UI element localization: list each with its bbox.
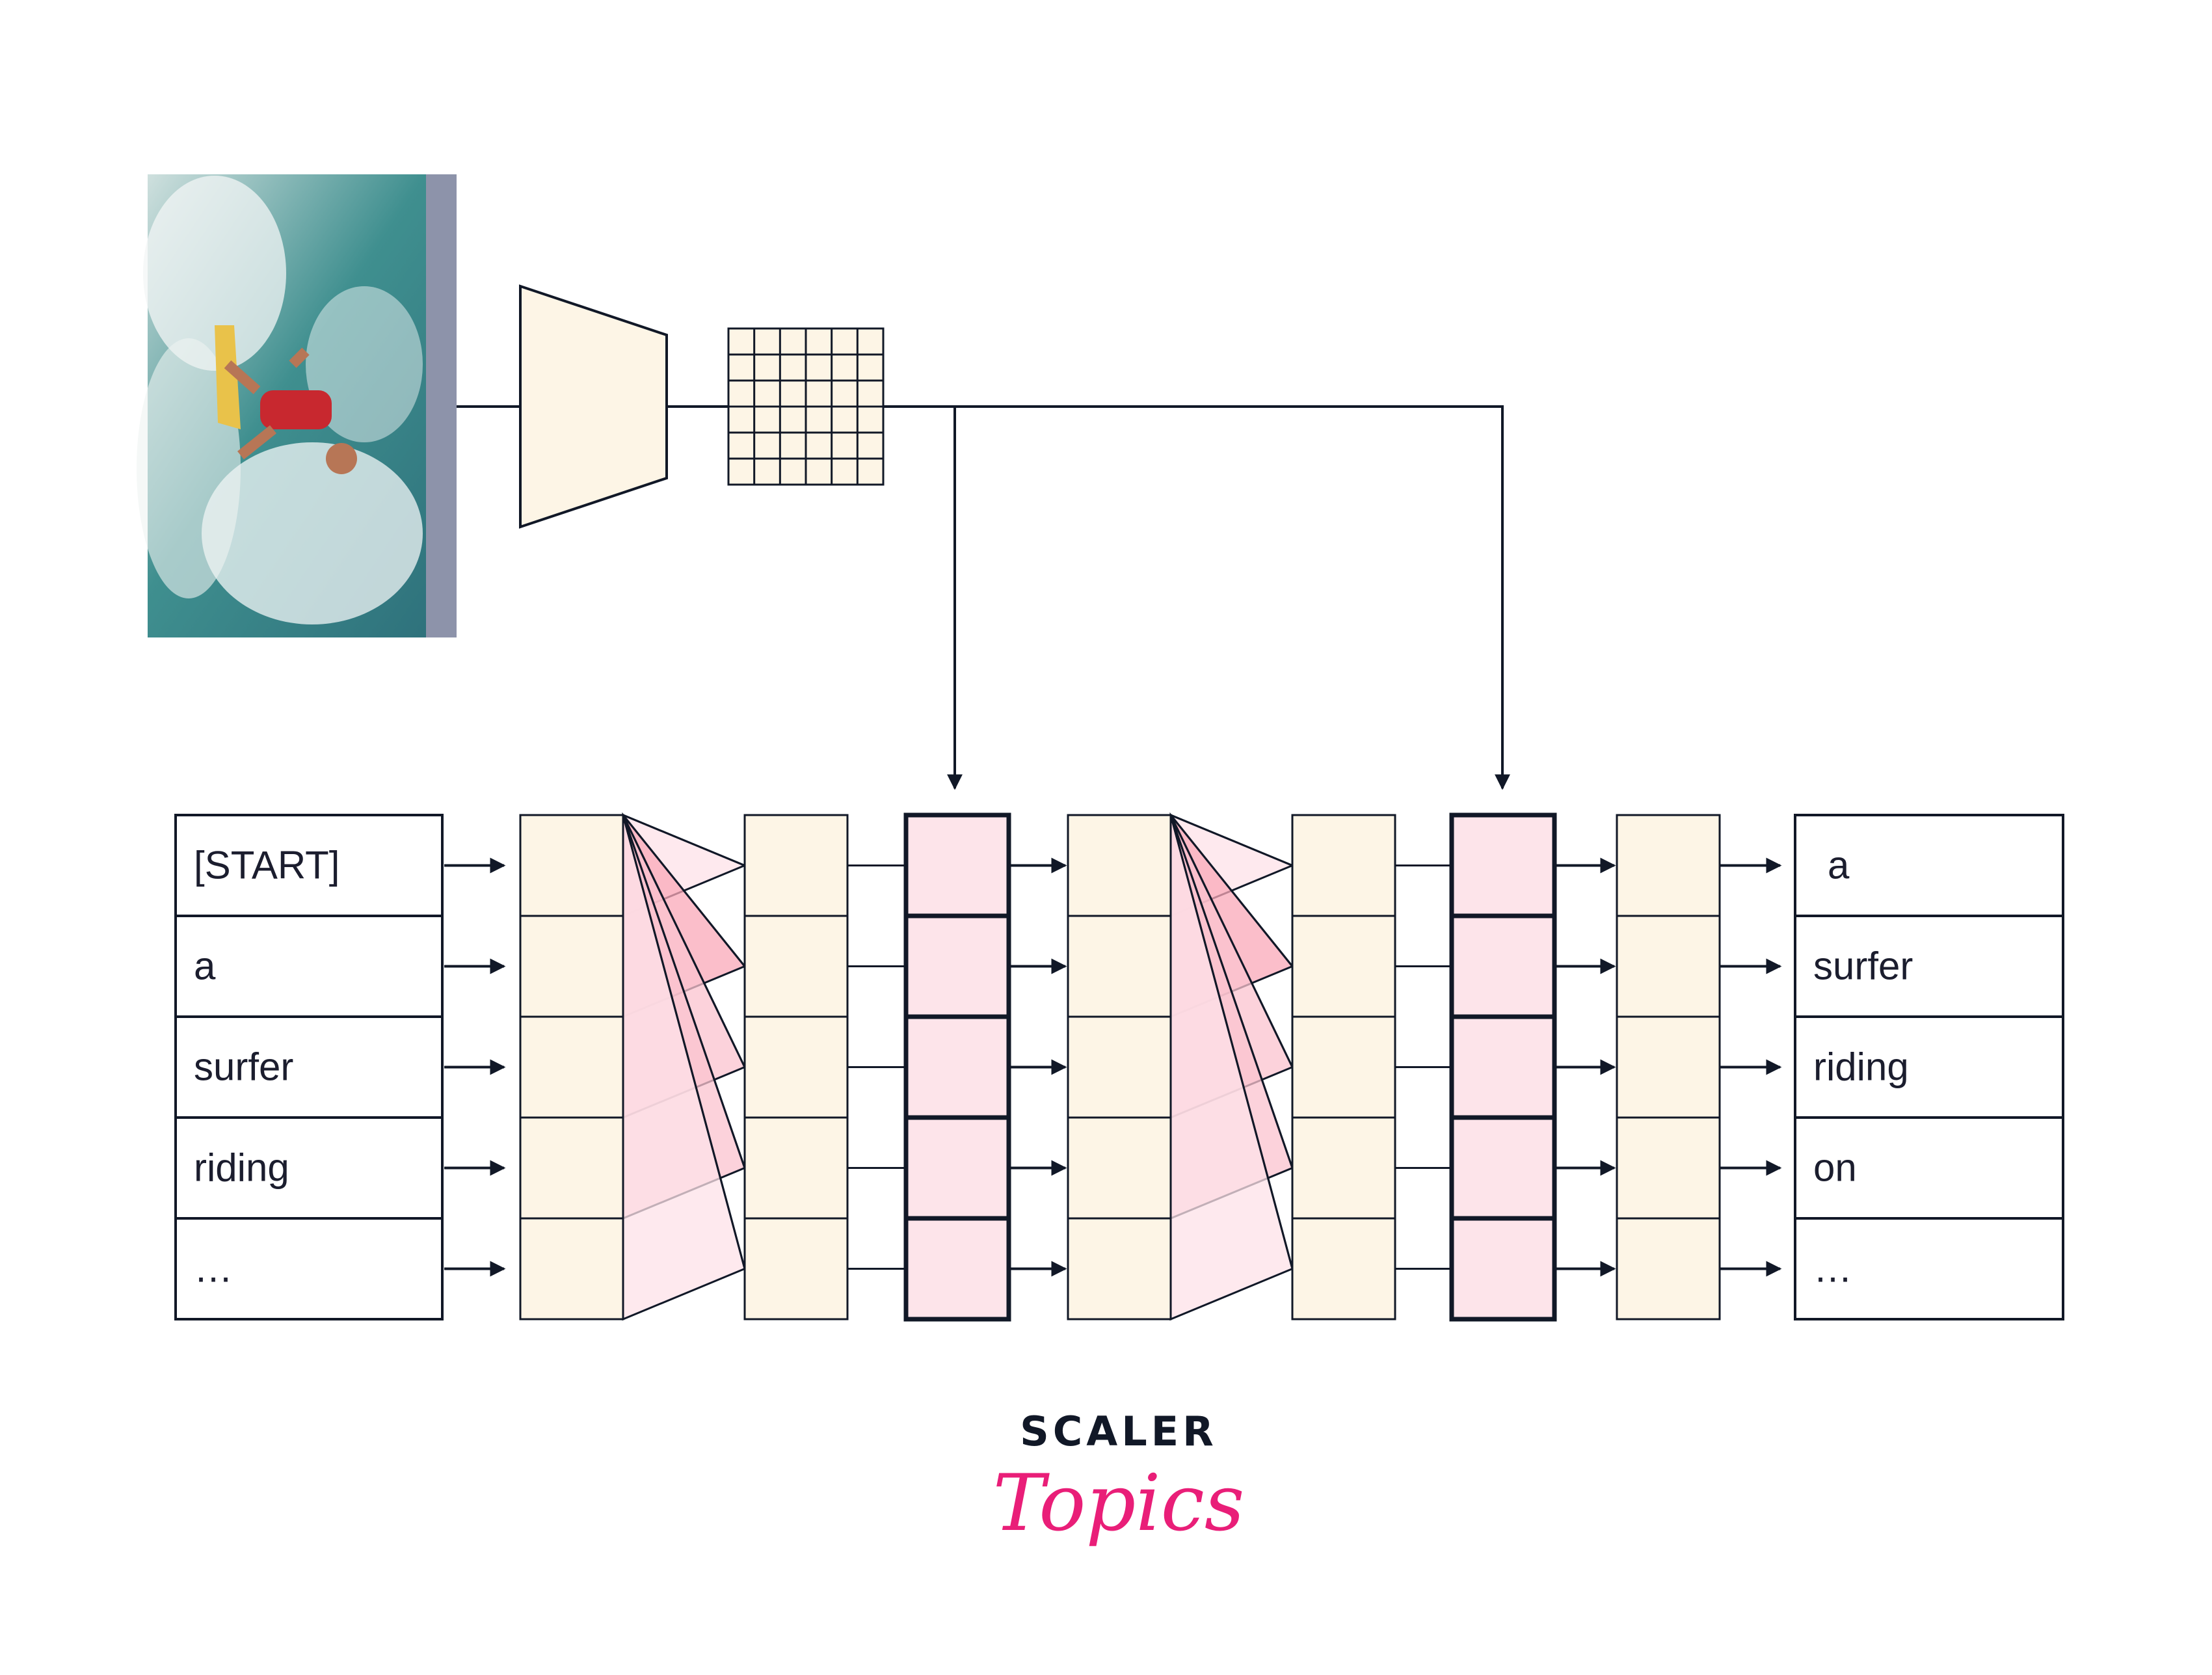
attention-line	[1169, 814, 1294, 1269]
cross-attention-cell	[903, 1115, 1011, 1221]
cross-attention-cell	[903, 1014, 1011, 1120]
logo-scaler-text: SCALER	[1020, 1408, 1218, 1455]
self-attention-output-cell	[743, 1116, 849, 1220]
output-token-box	[1794, 1015, 2064, 1119]
input-token-label: a	[194, 945, 216, 988]
attention-line	[622, 814, 746, 1168]
embedding-cell	[519, 1116, 624, 1220]
cross-attention-cell	[1449, 1216, 1557, 1322]
output-token-label: a	[1828, 844, 1850, 887]
ffn-cell	[1067, 814, 1172, 917]
input-token-label: [START]	[194, 844, 340, 887]
attention-line	[622, 814, 745, 866]
output-token-box	[1794, 915, 2064, 1018]
attention-line	[1169, 814, 1294, 967]
self-attention-output-cell	[1291, 915, 1396, 1018]
self-attention-output-cell	[1291, 1217, 1396, 1320]
embedding-cell	[519, 1015, 624, 1119]
ffn-cell	[1067, 1217, 1172, 1320]
ffn-cell	[1616, 1015, 1721, 1119]
attention-line	[622, 814, 746, 967]
self-attention-output-cell	[1291, 814, 1396, 917]
ffn-cell	[1067, 1116, 1172, 1220]
ffn-cell	[1616, 1217, 1721, 1320]
self-attention-output-cell	[1291, 1116, 1396, 1220]
logo-topics-text: Topics	[993, 1458, 1245, 1549]
output-token-box	[1794, 1217, 2064, 1320]
input-token-box	[174, 814, 444, 917]
input-token-label: …	[194, 1247, 233, 1291]
self-attention-output-cell	[1291, 1015, 1396, 1119]
output-token-label: …	[1813, 1247, 1852, 1291]
cross-attention-cell	[1449, 1014, 1557, 1120]
attention-line	[1169, 814, 1294, 1068]
input-token-box	[174, 1217, 444, 1320]
input-token-label: surfer	[194, 1045, 293, 1089]
output-token-label: on	[1813, 1146, 1857, 1190]
attention-line	[1170, 814, 1293, 866]
embedding-cell	[519, 1217, 624, 1320]
features-branch-line	[883, 405, 1510, 790]
input-token-box	[174, 1116, 444, 1220]
attention-line	[622, 814, 746, 1068]
input-token-box	[174, 1015, 444, 1119]
attention-line	[1169, 814, 1294, 1168]
self-attention-output-cell	[743, 814, 849, 917]
input-token-box	[174, 915, 444, 1018]
cross-attention-cell	[1449, 1115, 1557, 1221]
feature-grid-icon	[727, 327, 885, 486]
ffn-cell	[1067, 1015, 1172, 1119]
self-attention-output-cell	[743, 1217, 849, 1320]
cross-attention-cell	[903, 913, 1011, 1019]
self-attention-output-cell	[743, 1015, 849, 1119]
surfer-photo	[137, 174, 457, 637]
ffn-cell	[1067, 915, 1172, 1018]
scaler-topics-logo: SCALER Topics	[993, 1408, 1245, 1549]
self-attention-output-cell	[743, 915, 849, 1018]
cross-attention-cell	[903, 812, 1011, 918]
cross-attention-cell	[1449, 913, 1557, 1019]
ffn-cell	[1616, 915, 1721, 1018]
output-token-label: riding	[1813, 1045, 1909, 1089]
ffn-cell	[1616, 814, 1721, 917]
cross-attention-cell	[1449, 812, 1557, 918]
embedding-cell	[519, 915, 624, 1018]
input-token-label: riding	[194, 1146, 289, 1190]
embedding-cell	[519, 814, 624, 917]
trapezoid-encoder-icon	[519, 284, 668, 529]
ffn-cell	[1616, 1116, 1721, 1220]
output-token-label: surfer	[1813, 945, 1913, 988]
cross-attention-cell	[903, 1216, 1011, 1322]
attention-line	[622, 814, 746, 1269]
